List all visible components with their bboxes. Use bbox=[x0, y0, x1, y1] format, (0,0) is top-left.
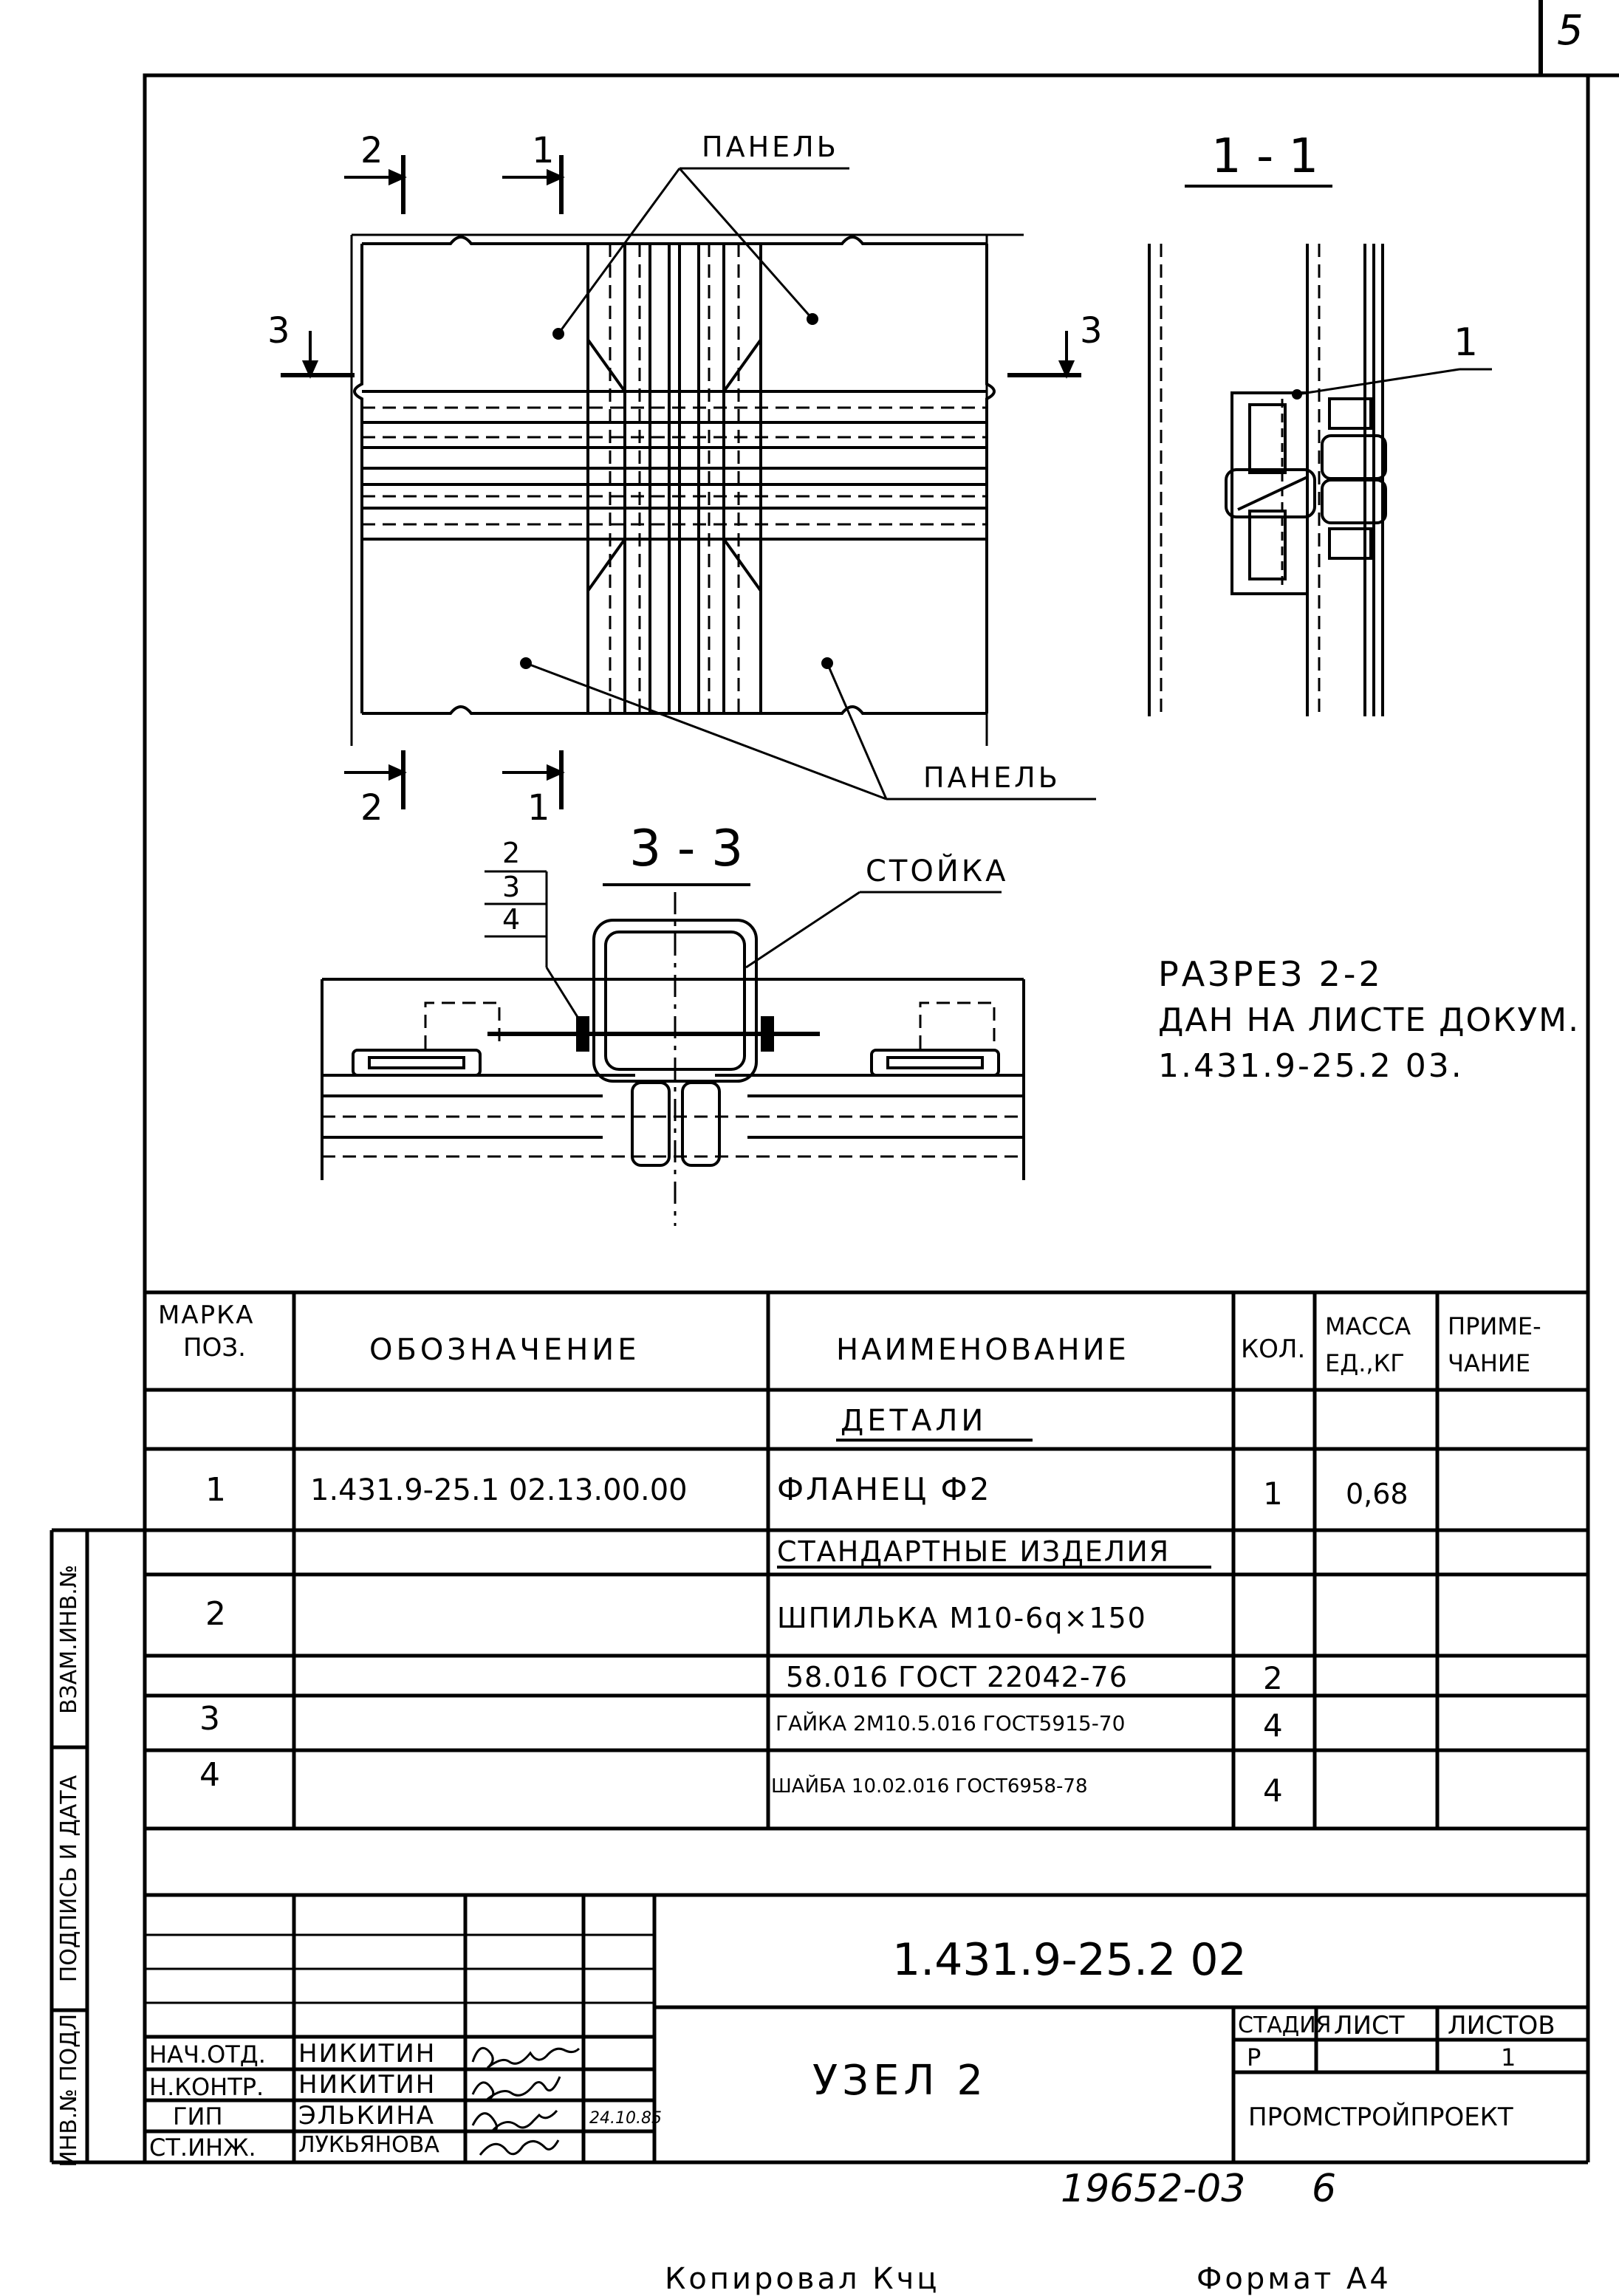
sheet-header: ЛИСТ bbox=[1334, 2011, 1405, 2040]
row-1-designation: 1.431.9-25.1 02.13.00.00 bbox=[310, 1473, 688, 1507]
section-3-3-callout-2: 2 bbox=[502, 837, 521, 869]
signer-role-2: Н.КОНТР. bbox=[149, 2073, 264, 2101]
row-3-qty: 4 bbox=[1263, 1707, 1283, 1744]
section-3-3 bbox=[321, 870, 1025, 1226]
side-stamp-field-3: ИНВ.№ ПОДЛ. bbox=[56, 2007, 82, 2168]
row-3-name: ГАЙКА 2М10.5.016 ГОСТ5915-70 bbox=[776, 1711, 1126, 1735]
row-standard-heading: СТАНДАРТНЫЕ ИЗДЕЛИЯ bbox=[777, 1535, 1171, 1568]
section-3-3-callout-4: 4 bbox=[502, 903, 521, 936]
spec-table-grid bbox=[145, 1290, 1588, 2162]
cut-2-bottom-label: 2 bbox=[360, 787, 383, 829]
note-line-1: РАЗРЕЗ 2-2 bbox=[1158, 954, 1383, 994]
stage-header: СТАДИЯ bbox=[1238, 2012, 1332, 2038]
row-2b-name: 58.016 ГОСТ 22042-76 bbox=[786, 1661, 1128, 1693]
row-details-heading: ДЕТАЛИ bbox=[841, 1404, 988, 1438]
plan-view bbox=[281, 155, 1096, 809]
row-3-mark: 3 bbox=[199, 1700, 220, 1738]
cut-3-right-label: 3 bbox=[1080, 310, 1103, 352]
header-mark-line2: ПОЗ. bbox=[183, 1333, 246, 1363]
signer-role-1: НАЧ.ОТД. bbox=[149, 2040, 266, 2069]
cut-1-top-label: 1 bbox=[532, 130, 555, 171]
header-note-line2: ЧАНИЕ bbox=[1448, 1349, 1531, 1377]
section-1-1-title: 1 - 1 bbox=[1211, 129, 1319, 184]
side-stamp-field-2: ПОДПИСЬ И ДАТА bbox=[56, 1775, 82, 1983]
doc-number: 1.431.9-25.2 02 bbox=[892, 1934, 1247, 1986]
drawing-title: УЗЕЛ 2 bbox=[812, 2057, 988, 2105]
header-mark-line1: МАРКА bbox=[158, 1301, 255, 1330]
archive-number: 19652-03 bbox=[1061, 2167, 1246, 2211]
cut-1-bottom-label: 1 bbox=[527, 787, 550, 829]
sheets-value: 1 bbox=[1501, 2043, 1516, 2071]
panel-label-top: ПАНЕЛЬ bbox=[702, 131, 839, 163]
panel-label-bottom: ПАНЕЛЬ bbox=[923, 761, 1061, 794]
row-2-mark: 2 bbox=[205, 1595, 226, 1633]
signer-name-4: ЛУКЬЯНОВА bbox=[298, 2132, 439, 2158]
corner-sheet-number: 5 bbox=[1557, 7, 1584, 55]
header-designation: ОБОЗНАЧЕНИЕ bbox=[369, 1333, 640, 1367]
note-line-2: ДАН НА ЛИСТЕ ДОКУМ. bbox=[1158, 1001, 1581, 1039]
format: Формат А4 bbox=[1197, 2262, 1392, 2296]
note-line-3: 1.431.9-25.2 03. bbox=[1158, 1047, 1464, 1085]
header-name: НАИМЕНОВАНИЕ bbox=[836, 1333, 1129, 1367]
section-3-3-callout-3: 3 bbox=[502, 871, 521, 903]
signer-role-3: ГИП bbox=[173, 2103, 223, 2131]
row-4-mark: 4 bbox=[199, 1756, 220, 1794]
footer-page: 6 bbox=[1312, 2167, 1337, 2211]
post-label: СТОЙКА bbox=[866, 854, 1009, 888]
side-stamp-field-1: ВЗАМ.ИНВ.№ bbox=[56, 1564, 82, 1715]
row-2b-qty: 2 bbox=[1263, 1660, 1283, 1696]
section-1-1 bbox=[1148, 185, 1492, 716]
row-1-mass: 0,68 bbox=[1346, 1478, 1409, 1510]
copied-by: Копировал Кчц bbox=[665, 2262, 940, 2296]
header-mass-line1: МАССА bbox=[1325, 1312, 1411, 1340]
signer-date-3: 24.10.85 bbox=[589, 2109, 662, 2128]
header-mass-line2: ЕД.,КГ bbox=[1325, 1349, 1405, 1377]
sheets-header: ЛИСТОВ bbox=[1448, 2011, 1555, 2040]
row-4-qty: 4 bbox=[1263, 1772, 1283, 1809]
signer-role-4: СТ.ИНЖ. bbox=[149, 2134, 256, 2162]
row-4-name: ШАЙБА 10.02.016 ГОСТ6958-78 bbox=[771, 1775, 1088, 1798]
stage-value: Р bbox=[1247, 2043, 1262, 2071]
row-2-name: ШПИЛЬКА М10-6q×150 bbox=[777, 1602, 1147, 1634]
row-1-mark: 1 bbox=[205, 1471, 226, 1509]
row-1-name: ФЛАНЕЦ Ф2 bbox=[777, 1471, 992, 1507]
side-stamp-grid bbox=[49, 1528, 145, 2165]
cut-3-left-label: 3 bbox=[267, 310, 290, 352]
signer-name-3: ЭЛЬКИНА bbox=[298, 2101, 436, 2131]
signer-name-1: НИКИТИН bbox=[298, 2039, 437, 2069]
cut-2-top-label: 2 bbox=[360, 130, 383, 171]
section-3-3-title: 3 - 3 bbox=[629, 820, 744, 878]
header-qty: КОЛ. bbox=[1241, 1334, 1306, 1364]
section-1-1-callout: 1 bbox=[1454, 321, 1479, 365]
organization: ПРОМСТРОЙПРОЕКТ bbox=[1248, 2103, 1513, 2132]
signer-name-2: НИКИТИН bbox=[298, 2070, 437, 2100]
header-note-line1: ПРИМЕ- bbox=[1448, 1312, 1541, 1340]
row-1-qty: 1 bbox=[1263, 1476, 1283, 1512]
